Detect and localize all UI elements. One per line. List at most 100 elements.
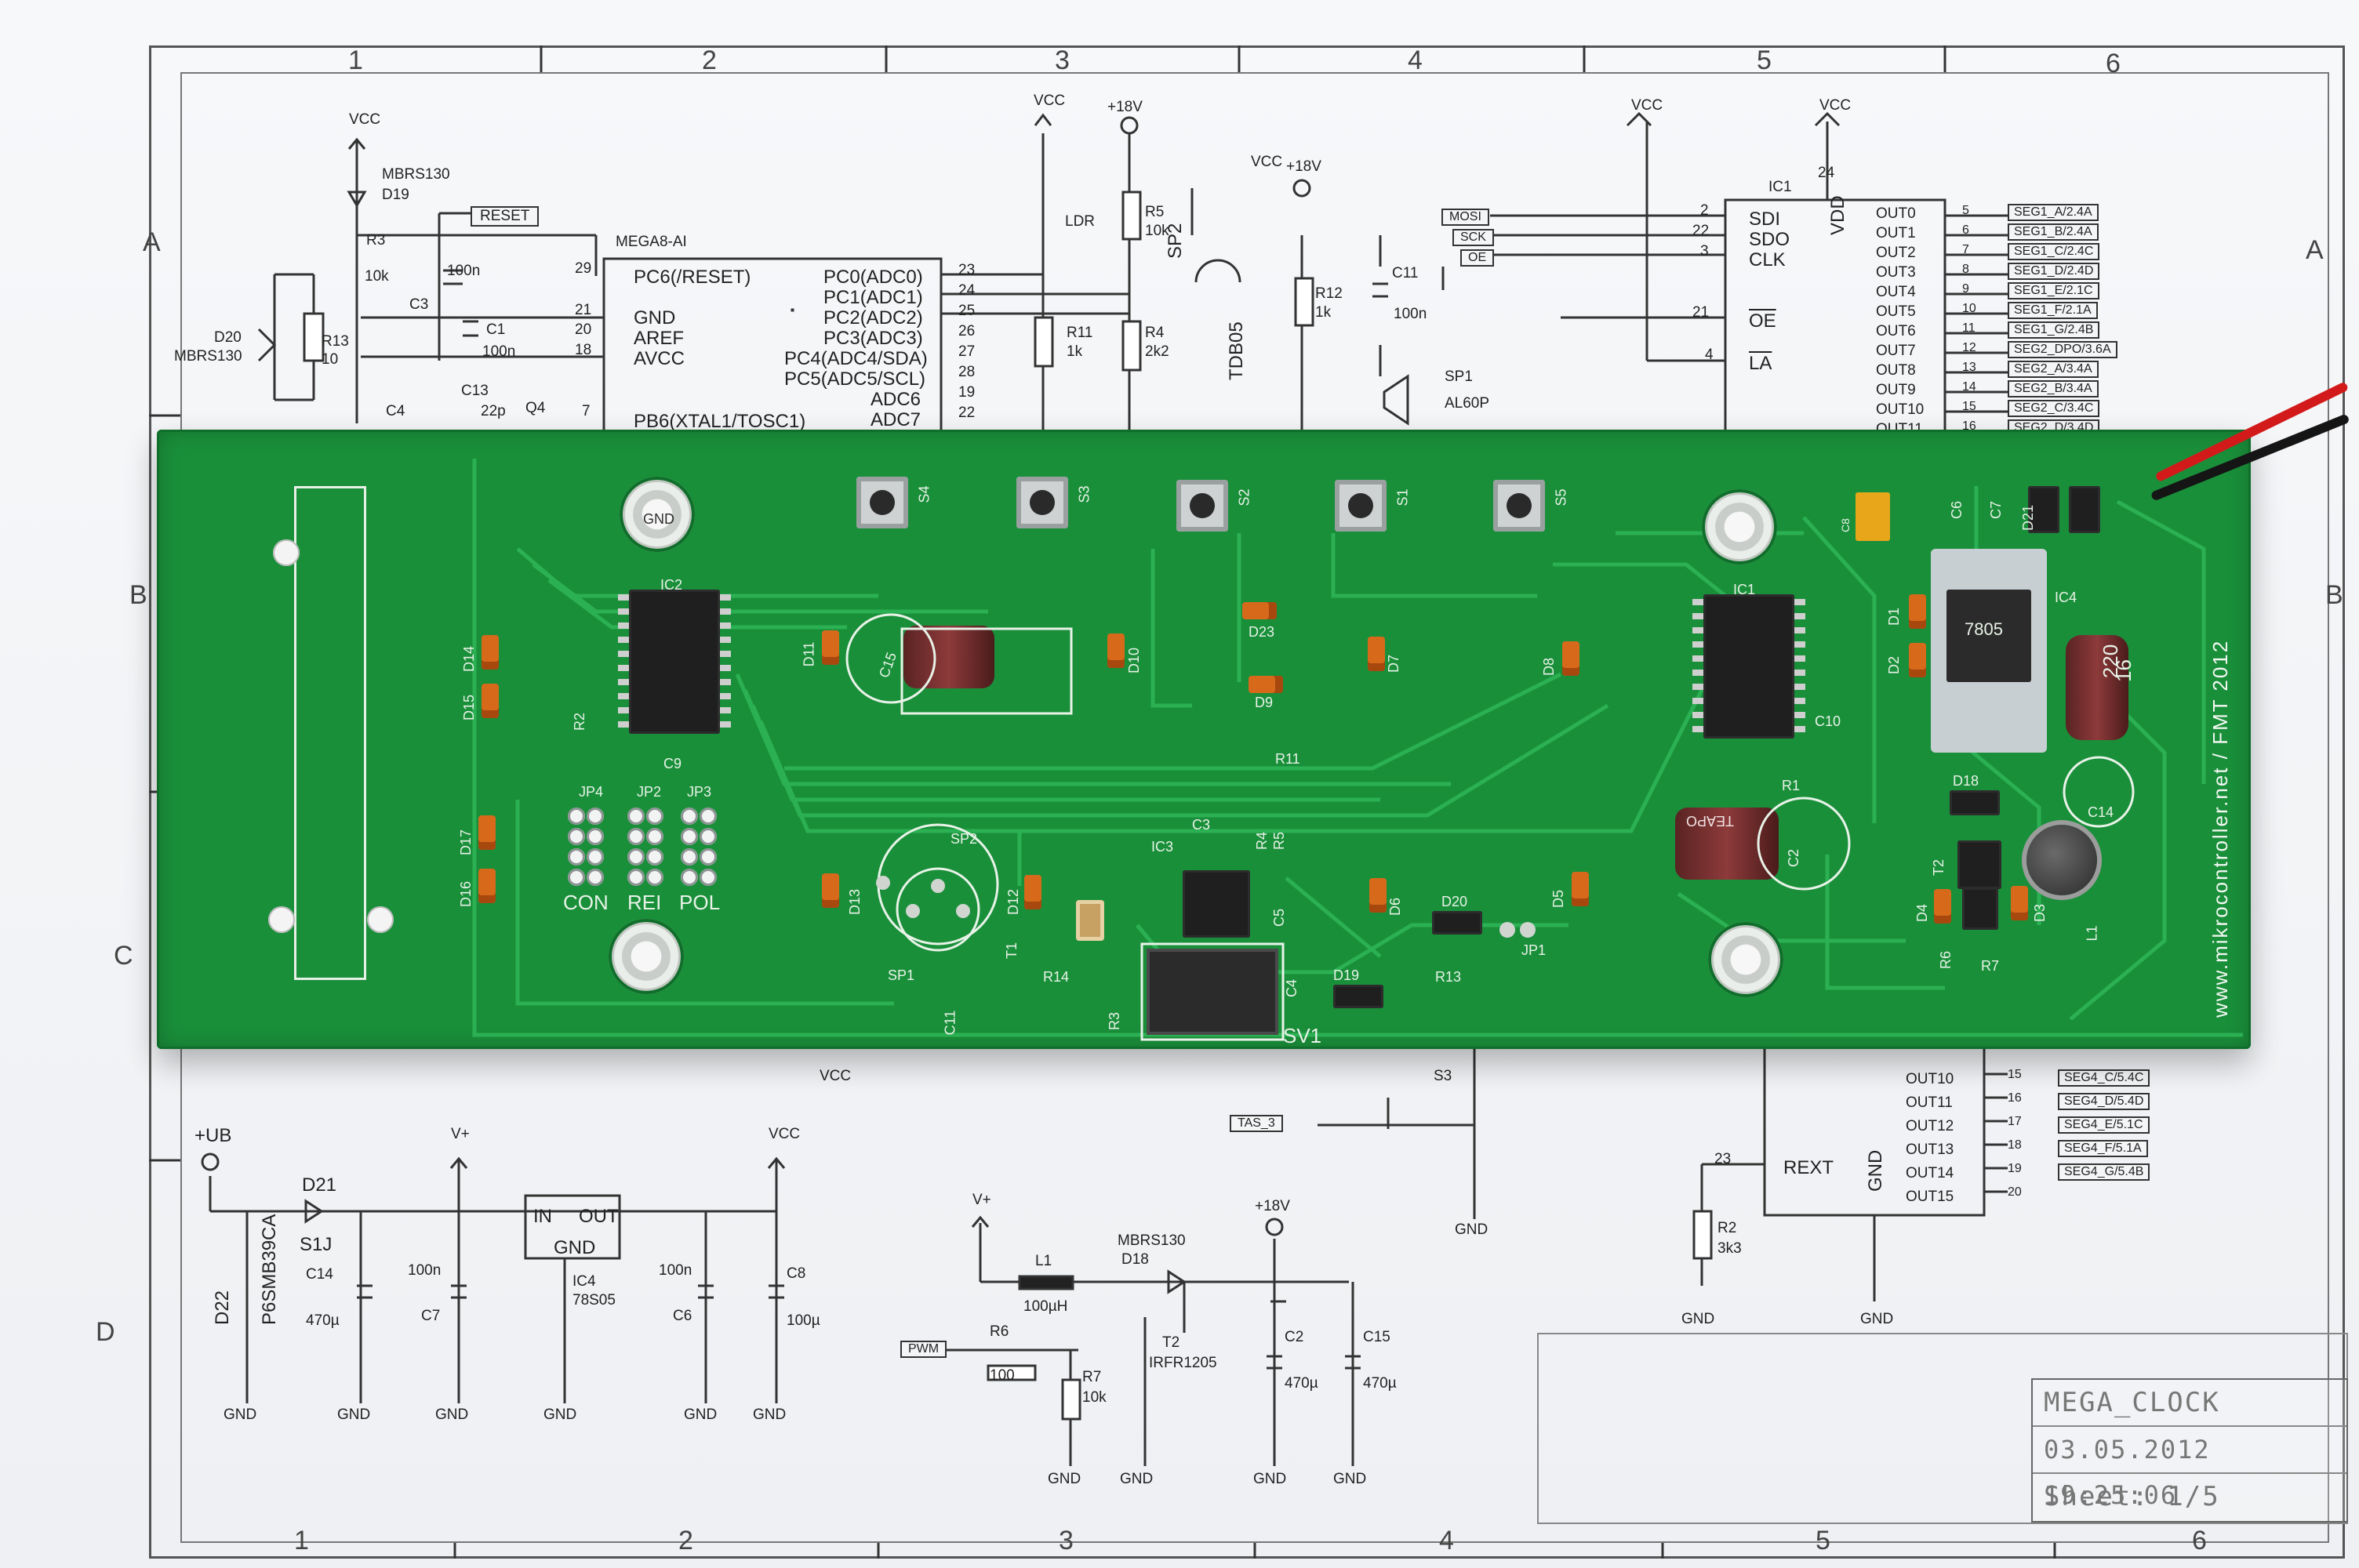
jumper-pin[interactable] <box>700 808 717 825</box>
jumper-pin[interactable] <box>681 869 698 886</box>
push-button-s2[interactable] <box>1176 480 1228 532</box>
label-gnd-b1: GND <box>224 1406 257 1423</box>
diode-d18 <box>1950 790 2000 815</box>
col-1: 1 <box>348 45 363 75</box>
ic1-out-label: OUT1 <box>1876 225 1916 241</box>
label-c14: C14 <box>306 1266 333 1283</box>
pin-7: 7 <box>582 403 591 419</box>
label-d19: D19 <box>382 187 409 203</box>
jumper-pin[interactable] <box>646 869 663 886</box>
label-pc0: PC0(ADC0) <box>823 267 923 288</box>
ic1-out-pin: 6 <box>1962 223 1969 237</box>
tantalum-c8 <box>1856 492 1890 541</box>
jumper-pin[interactable] <box>681 828 698 845</box>
mount-hole-small-1 <box>273 539 300 566</box>
diode-d1 <box>1909 594 1926 629</box>
label-avcc: AVCC <box>634 348 685 369</box>
ic1-out-pin: 5 <box>1962 204 1969 217</box>
label-d21: D21 <box>302 1174 337 1196</box>
jumper-pin[interactable] <box>627 848 645 866</box>
ic1-seg-net: SEG1_D/2.4D <box>2008 263 2100 280</box>
ic1-seg-net: SEG2_A/3.4A <box>2008 361 2099 378</box>
ic1-out-pin-lower: 18 <box>2008 1138 2022 1152</box>
jumper-pin[interactable] <box>568 869 585 886</box>
jumper-pin[interactable] <box>681 808 698 825</box>
pin-21-ic1: 21 <box>1692 304 1710 321</box>
push-button-s1[interactable] <box>1335 480 1387 532</box>
label-gnd-b6: GND <box>753 1406 787 1423</box>
diode-d6 <box>1369 878 1387 913</box>
silk-d20: D20 <box>1441 894 1468 909</box>
jumper-pin[interactable] <box>627 828 645 845</box>
label-gnd-s3: GND <box>1455 1221 1488 1238</box>
push-button-s5[interactable] <box>1493 480 1545 532</box>
label-r7-value: 10k <box>1082 1389 1107 1406</box>
jumper-pin[interactable] <box>587 869 604 886</box>
label-vcc-5: VCC <box>1819 97 1852 114</box>
jumper-pin[interactable] <box>627 808 645 825</box>
label-r3: R3 <box>366 232 386 249</box>
row-c: C <box>114 941 133 971</box>
label-s1j: S1J <box>300 1234 333 1255</box>
jumper-pin[interactable] <box>587 808 604 825</box>
label-irfr: IRFR1205 <box>1149 1355 1217 1371</box>
label-l1-value: 100µH <box>1023 1298 1068 1315</box>
label-vcc-3: VCC <box>1251 154 1283 170</box>
ic1-seg-net: SEG1_C/2.4C <box>2008 243 2100 260</box>
jumper-pin[interactable] <box>627 869 645 886</box>
col-6: 6 <box>2106 49 2121 78</box>
jumper-pin[interactable] <box>587 848 604 866</box>
silk-reg-7805: 7805 <box>1965 619 2003 639</box>
label-c14-value: 470µ <box>306 1312 340 1329</box>
label-sdi: SDI <box>1749 209 1781 230</box>
jumper-pin[interactable] <box>587 828 604 845</box>
jumper-pin[interactable] <box>700 828 717 845</box>
push-button-s3[interactable] <box>1016 477 1068 528</box>
label-vcc-6: VCC <box>769 1126 801 1142</box>
jumper-pin[interactable] <box>568 828 585 845</box>
label-aref: AREF <box>634 328 685 349</box>
label-reset: RESET <box>471 206 540 227</box>
silk-r1: R1 <box>1782 778 1801 793</box>
jumper-pin[interactable] <box>681 848 698 866</box>
label-ldr: LDR <box>1065 213 1096 230</box>
silk-d19: D19 <box>1333 967 1360 983</box>
label-rext: REXT <box>1783 1157 1834 1178</box>
inductor-l1 <box>2026 825 2097 895</box>
silk-pol: POL <box>679 891 721 914</box>
label-mosi: MOSI <box>1441 209 1489 226</box>
label-r12-value: 1k <box>1315 304 1332 321</box>
jumper-pin[interactable] <box>646 848 663 866</box>
silk-sp2: SP2 <box>951 831 978 847</box>
silk-gnd: GND <box>643 511 674 527</box>
label-c1: C1 <box>486 321 506 338</box>
diode-d17 <box>478 815 496 850</box>
jumper-pin[interactable] <box>568 848 585 866</box>
label-s3: S3 <box>1434 1068 1452 1084</box>
ic1-out-pin: 8 <box>1962 263 1969 276</box>
ic1-seg-net: SEG1_G/2.4B <box>2008 321 2100 339</box>
jumper-pin[interactable] <box>568 808 585 825</box>
jumper-pin[interactable] <box>646 808 663 825</box>
silk-sp1: SP1 <box>888 967 915 983</box>
push-button-s4[interactable] <box>856 477 908 528</box>
jumper-pin[interactable] <box>700 869 717 886</box>
label-r3-value: 10k <box>365 268 389 285</box>
label-gnd-b9: GND <box>1253 1471 1287 1487</box>
silk-c10: C10 <box>1815 713 1841 729</box>
label-t2: T2 <box>1162 1334 1180 1351</box>
ic1-out-pin: 15 <box>1962 400 1976 413</box>
jumper-pin[interactable] <box>700 848 717 866</box>
pin-29: 29 <box>575 260 592 277</box>
ic1-out-pin: 14 <box>1962 380 1976 394</box>
label-c3-value: 100n <box>447 263 481 279</box>
jumper-pin[interactable] <box>646 828 663 845</box>
ic1-pins-right <box>1794 599 1805 732</box>
diode-d22 <box>2069 486 2100 533</box>
ic1-out-label: OUT0 <box>1876 205 1916 222</box>
label-al60p: AL60P <box>1445 395 1490 412</box>
pin-24: 24 <box>958 282 976 299</box>
label-gnd-r2: GND <box>1681 1311 1715 1327</box>
label-l1: L1 <box>1035 1253 1052 1269</box>
